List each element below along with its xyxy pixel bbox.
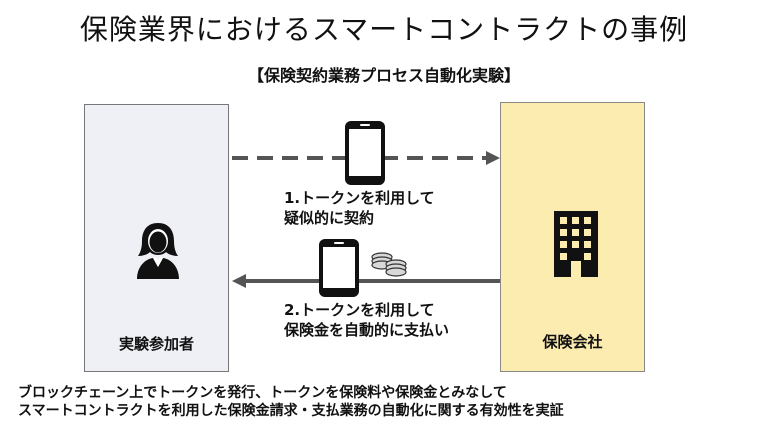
step-2-line2: 保険金を自動的に支払い <box>284 321 450 339</box>
description-note: ブロックチェーン上でトークンを発行、トークンを保険料や保険金とみなして スマート… <box>18 384 564 420</box>
step-1-text: 1.トークンを利用して 疑似的に契約 <box>284 188 435 228</box>
payout-arrow <box>232 274 500 288</box>
smartphone-icon <box>345 121 385 185</box>
participant-label: 実験参加者 <box>118 335 194 353</box>
coins-icon <box>371 252 407 277</box>
smartphone-icon <box>319 239 359 297</box>
woman-user-icon <box>137 223 179 279</box>
participant-box: 実験参加者 <box>84 104 229 372</box>
slide-title: 保険業界におけるスマートコントラクトの事例 <box>79 13 689 46</box>
step-1-line2: 疑似的に契約 <box>284 209 375 227</box>
step-1-line1: 1.トークンを利用して <box>284 189 435 207</box>
insurer-label: 保険会社 <box>542 333 603 351</box>
slide-subtitle: 【保険契約業務プロセス自動化実験】 <box>247 66 520 85</box>
insurer-box: 保険会社 <box>500 102 645 372</box>
step-2-text: 2.トークンを利用して 保険金を自動的に支払い <box>284 300 449 340</box>
step-2-line1: 2.トークンを利用して <box>284 301 435 319</box>
building-icon <box>554 211 598 277</box>
note-line2: スマートコントラクトを利用した保険金請求・支払業務の自動化に関する有効性を実証 <box>18 403 564 419</box>
note-line1: ブロックチェーン上でトークンを発行、トークンを保険料や保険金とみなして <box>18 385 507 401</box>
